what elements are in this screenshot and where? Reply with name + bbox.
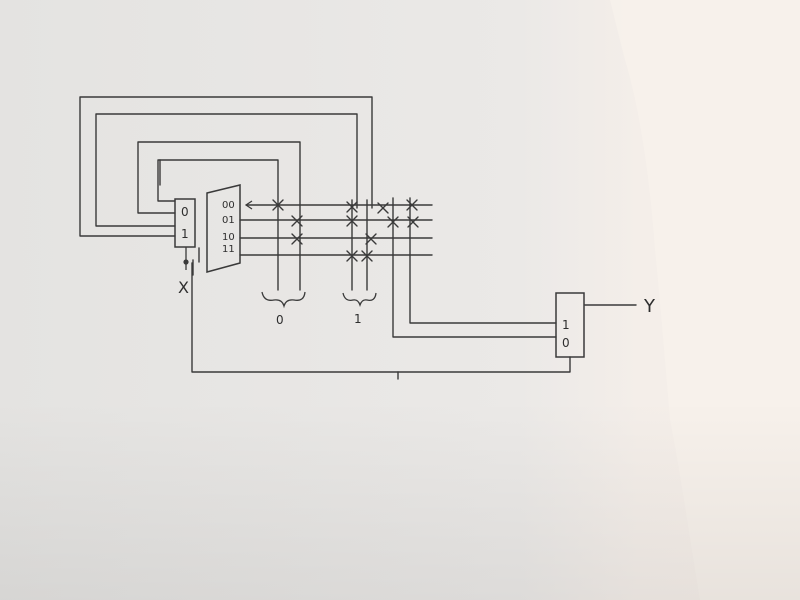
left-mux-block xyxy=(174,198,196,248)
decoder-code-10: 10 xyxy=(222,232,235,243)
select-label-x: X xyxy=(178,278,189,297)
feedback-loop-3 xyxy=(137,141,301,291)
right-mux-input-0: 0 xyxy=(562,336,570,350)
decoder-code-01: 01 xyxy=(222,215,235,226)
cross-9 xyxy=(377,202,389,214)
group-label-1: 1 xyxy=(354,312,362,326)
select-wire xyxy=(191,262,571,373)
cross-12 xyxy=(407,216,419,228)
cross-1 xyxy=(272,199,284,211)
cross-4 xyxy=(346,201,358,213)
cross-3 xyxy=(291,233,303,245)
feedback-loop-outer xyxy=(79,96,373,237)
bottom-shade xyxy=(0,400,800,600)
group-brace-1 xyxy=(342,292,377,308)
bus-line-to-mux-0 xyxy=(392,197,557,338)
cross-7 xyxy=(361,250,373,262)
bus-line-to-mux-1 xyxy=(409,197,557,324)
left-mux-input-0: 0 xyxy=(181,205,189,219)
feedback-loop-inner xyxy=(157,159,279,291)
decoder-code-11: 11 xyxy=(222,244,235,255)
arrow-head-00 xyxy=(245,200,253,210)
wiring xyxy=(79,96,637,380)
feedback-loop-2 xyxy=(95,113,358,227)
right-mux-input-1: 1 xyxy=(562,318,570,332)
output-label-y: Y xyxy=(643,296,656,317)
decoder-code-00: 00 xyxy=(222,200,235,211)
cross-11 xyxy=(406,199,418,211)
crossing-markers xyxy=(272,199,419,262)
group-label-0: 0 xyxy=(276,313,284,327)
cross-6 xyxy=(346,250,358,262)
group-brace-0 xyxy=(261,291,306,309)
cross-5 xyxy=(346,215,358,227)
cross-10 xyxy=(387,216,399,228)
right-mux-block xyxy=(555,292,585,358)
decoder-block xyxy=(206,184,241,273)
left-mux-input-1: 1 xyxy=(181,227,189,241)
cross-8 xyxy=(365,233,377,245)
cross-2 xyxy=(291,215,303,227)
